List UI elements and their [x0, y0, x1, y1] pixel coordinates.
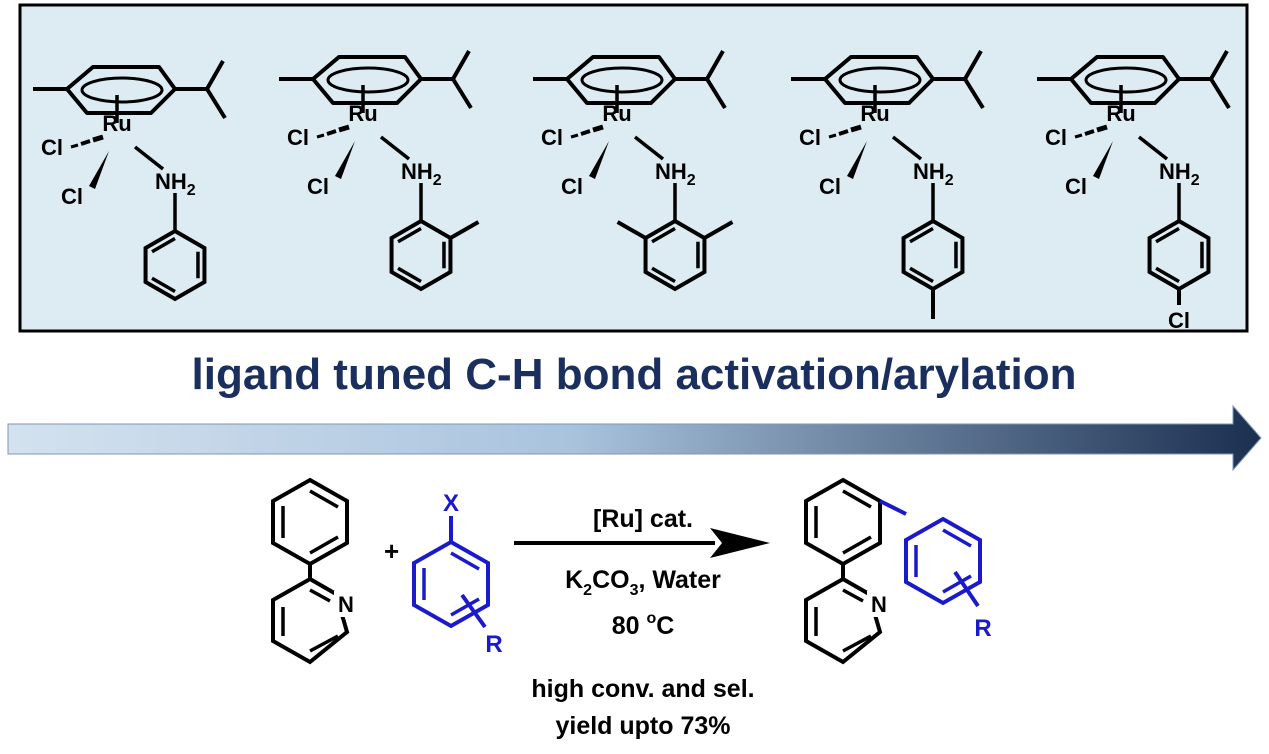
- ruthenium-label: Ru: [1106, 101, 1135, 126]
- chloride-label: Cl: [41, 135, 63, 160]
- catalyst-panel: [18, 3, 1249, 333]
- aryl-halide: X R: [412, 490, 503, 658]
- ruthenium-label: Ru: [860, 101, 889, 126]
- nitrogen-label: N: [338, 592, 354, 617]
- catalyst-structures: RuClClNH2RuClClNH2RuClClNH2RuClClNH2RuCl…: [33, 51, 1229, 333]
- biaryl-product: N R: [804, 477, 992, 665]
- chloride-label: Cl: [307, 174, 329, 199]
- chloride-label: Cl: [287, 125, 309, 150]
- chloride-label: Cl: [799, 125, 821, 150]
- ruthenium-label: Ru: [602, 101, 631, 126]
- amine-label: NH2: [1159, 159, 1200, 189]
- result-conversion: high conv. and sel.: [531, 675, 754, 703]
- chloride-label: Cl: [819, 174, 841, 199]
- product-r-group-label: R: [974, 615, 991, 642]
- r-group-label: R: [485, 631, 502, 658]
- scheme-title: ligand tuned C-H bond activation/arylati…: [192, 350, 1077, 399]
- chloride-label: Cl: [61, 184, 83, 209]
- para-chloro-label: Cl: [1168, 308, 1190, 333]
- ruthenium-label: Ru: [348, 101, 377, 126]
- result-yield: yield upto 73%: [555, 712, 730, 740]
- product-nitrogen-label: N: [871, 592, 887, 617]
- halide-label: X: [443, 490, 459, 517]
- temperature-condition: 80 oC: [612, 610, 675, 640]
- chloride-label: Cl: [541, 125, 563, 150]
- chloride-label: Cl: [1065, 174, 1087, 199]
- amine-label: NH2: [913, 159, 954, 189]
- chloride-label: Cl: [561, 174, 583, 199]
- amine-label: NH2: [155, 169, 196, 199]
- process-arrow: [7, 404, 1262, 472]
- ruthenium-label: Ru: [102, 111, 131, 136]
- amine-label: NH2: [401, 159, 442, 189]
- base-solvent-condition: K2CO3, Water: [565, 566, 721, 599]
- amine-label: NH2: [655, 159, 696, 189]
- catalyst-condition: [Ru] cat.: [593, 505, 693, 533]
- chloride-label: Cl: [1045, 125, 1067, 150]
- plus-sign: +: [384, 536, 399, 566]
- 2-phenylpyridine: N: [271, 477, 358, 665]
